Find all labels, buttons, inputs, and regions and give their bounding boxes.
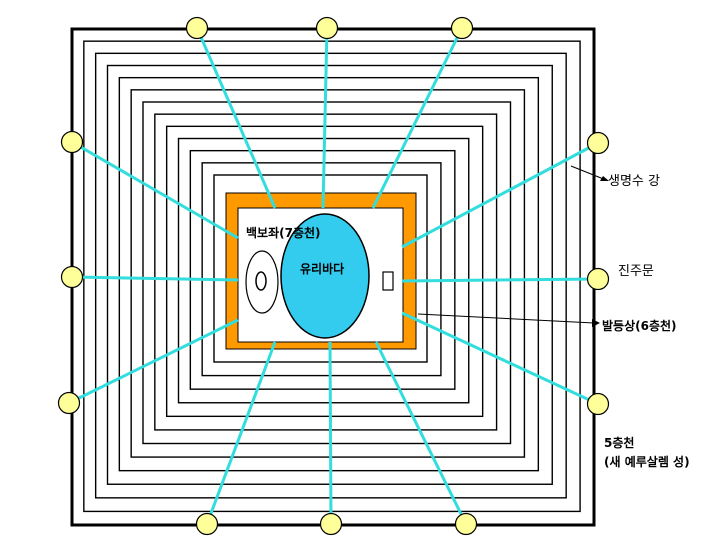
river-arrow-line (570, 165, 607, 181)
wall-square (118, 76, 540, 472)
pearl-gates (57, 16, 610, 536)
pearl-gates-label: 진주문 (618, 264, 654, 279)
pearl-gate (315, 16, 339, 40)
river-ray (321, 27, 329, 209)
river-ray (401, 141, 599, 249)
wall-square (130, 89, 526, 458)
river-ray (68, 318, 239, 405)
pearl-gate (586, 131, 610, 155)
river-arrow-head (600, 176, 609, 181)
pearl-gate (319, 512, 343, 536)
pearl-gate (185, 16, 209, 40)
river-rays (68, 27, 599, 525)
pearl-gate (60, 130, 84, 154)
white-throne-label: 백보좌(7층천) (246, 225, 321, 240)
river-ray (371, 27, 464, 209)
pearl-gate (586, 267, 610, 291)
pearl-gate (60, 265, 84, 289)
river-ray (205, 341, 277, 525)
wall-square (213, 174, 428, 363)
river-ray (401, 311, 599, 406)
pearl-gate (57, 391, 81, 415)
river-ray (71, 140, 239, 240)
fifth-heaven-sublabel: (새 예루살렘 성) (604, 454, 690, 469)
white-throne-inner-ring (255, 271, 267, 291)
river-ray (328, 341, 333, 525)
wall-square (189, 149, 456, 390)
pearl-gate (195, 512, 219, 536)
river-ray (401, 277, 599, 283)
river-of-life-label: 생명수 강 (608, 174, 660, 189)
fifth-heaven-label: 5층천 (604, 435, 634, 450)
glass-sea-shape (280, 213, 370, 339)
glass-sea-label: 유리바다 (300, 261, 344, 276)
pearl-gate (454, 512, 478, 536)
footstool-arrow-line (417, 313, 595, 324)
footstool-shape (382, 271, 394, 291)
footstool-label: 발등상(6층천) (602, 318, 677, 333)
footstool-arrow-head (592, 319, 600, 327)
pearl-gate (450, 16, 474, 40)
river-ray (195, 27, 277, 209)
river-ray (374, 341, 468, 525)
pearl-gate (586, 392, 610, 416)
wall-square (201, 162, 442, 377)
river-ray (71, 275, 239, 282)
